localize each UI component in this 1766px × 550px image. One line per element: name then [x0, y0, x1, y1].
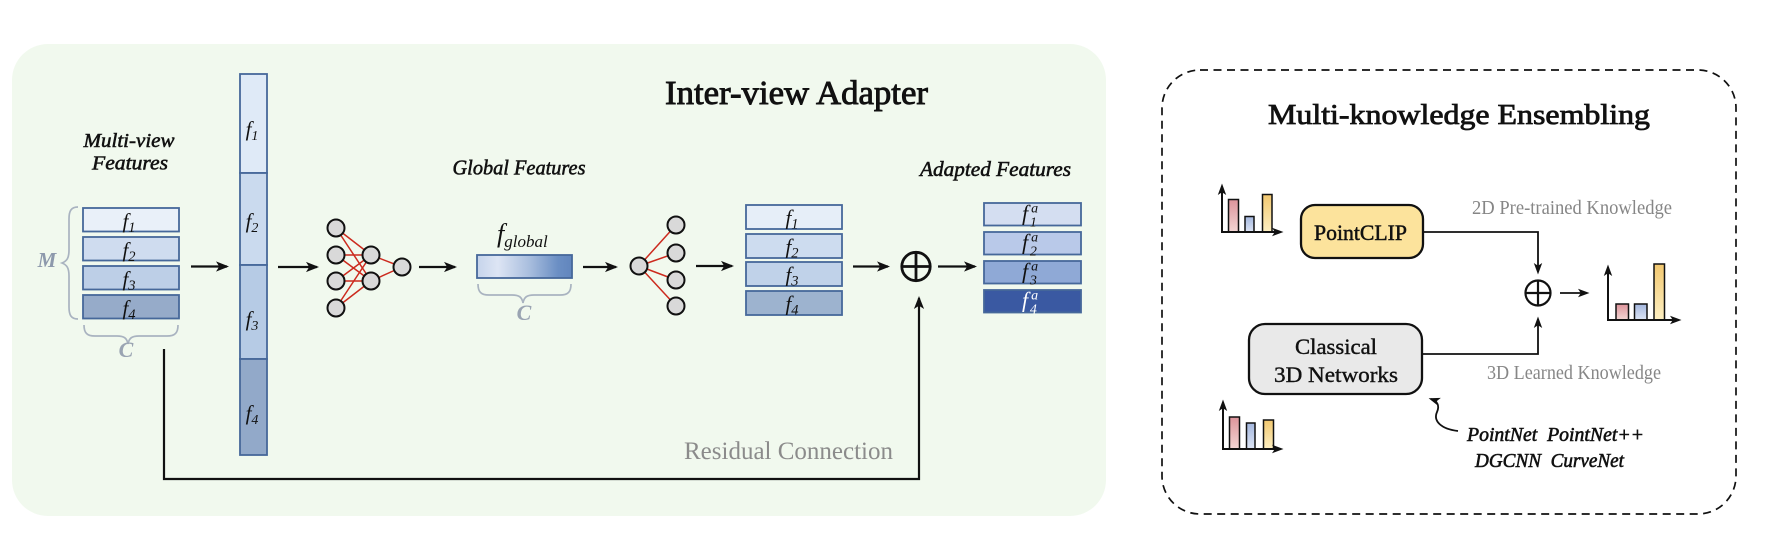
svg-text:PointNet PointNet++: PointNet PointNet++ — [1466, 424, 1644, 446]
svg-text:C: C — [517, 300, 532, 325]
svg-text:M: M — [37, 248, 58, 272]
svg-text:Multi-view: Multi-view — [82, 130, 175, 152]
svg-text:fa3: fa3 — [1022, 259, 1038, 289]
svg-text:PointCLIP: PointCLIP — [1314, 220, 1407, 245]
svg-text:2D Pre-trained Knowledge: 2D Pre-trained Knowledge — [1472, 197, 1672, 219]
svg-text:fa4: fa4 — [1022, 288, 1038, 318]
svg-text:C: C — [119, 337, 134, 362]
svg-text:Adapted Features: Adapted Features — [918, 157, 1071, 181]
svg-text:3D Learned Knowledge: 3D Learned Knowledge — [1487, 362, 1661, 384]
svg-text:Inter-view Adapter: Inter-view Adapter — [665, 75, 929, 112]
svg-text:3D Networks: 3D Networks — [1274, 362, 1398, 387]
svg-text:Classical: Classical — [1295, 334, 1377, 359]
svg-text:Multi-knowledge Ensembling: Multi-knowledge Ensembling — [1268, 99, 1650, 131]
svg-text:Features: Features — [91, 153, 168, 175]
svg-text:Global Features: Global Features — [453, 156, 586, 180]
svg-text:fa2: fa2 — [1022, 230, 1038, 260]
svg-text:fa1: fa1 — [1022, 201, 1038, 231]
svg-text:Residual Connection: Residual Connection — [684, 438, 893, 465]
svg-text:DGCNN CurveNet: DGCNN CurveNet — [1474, 450, 1624, 472]
